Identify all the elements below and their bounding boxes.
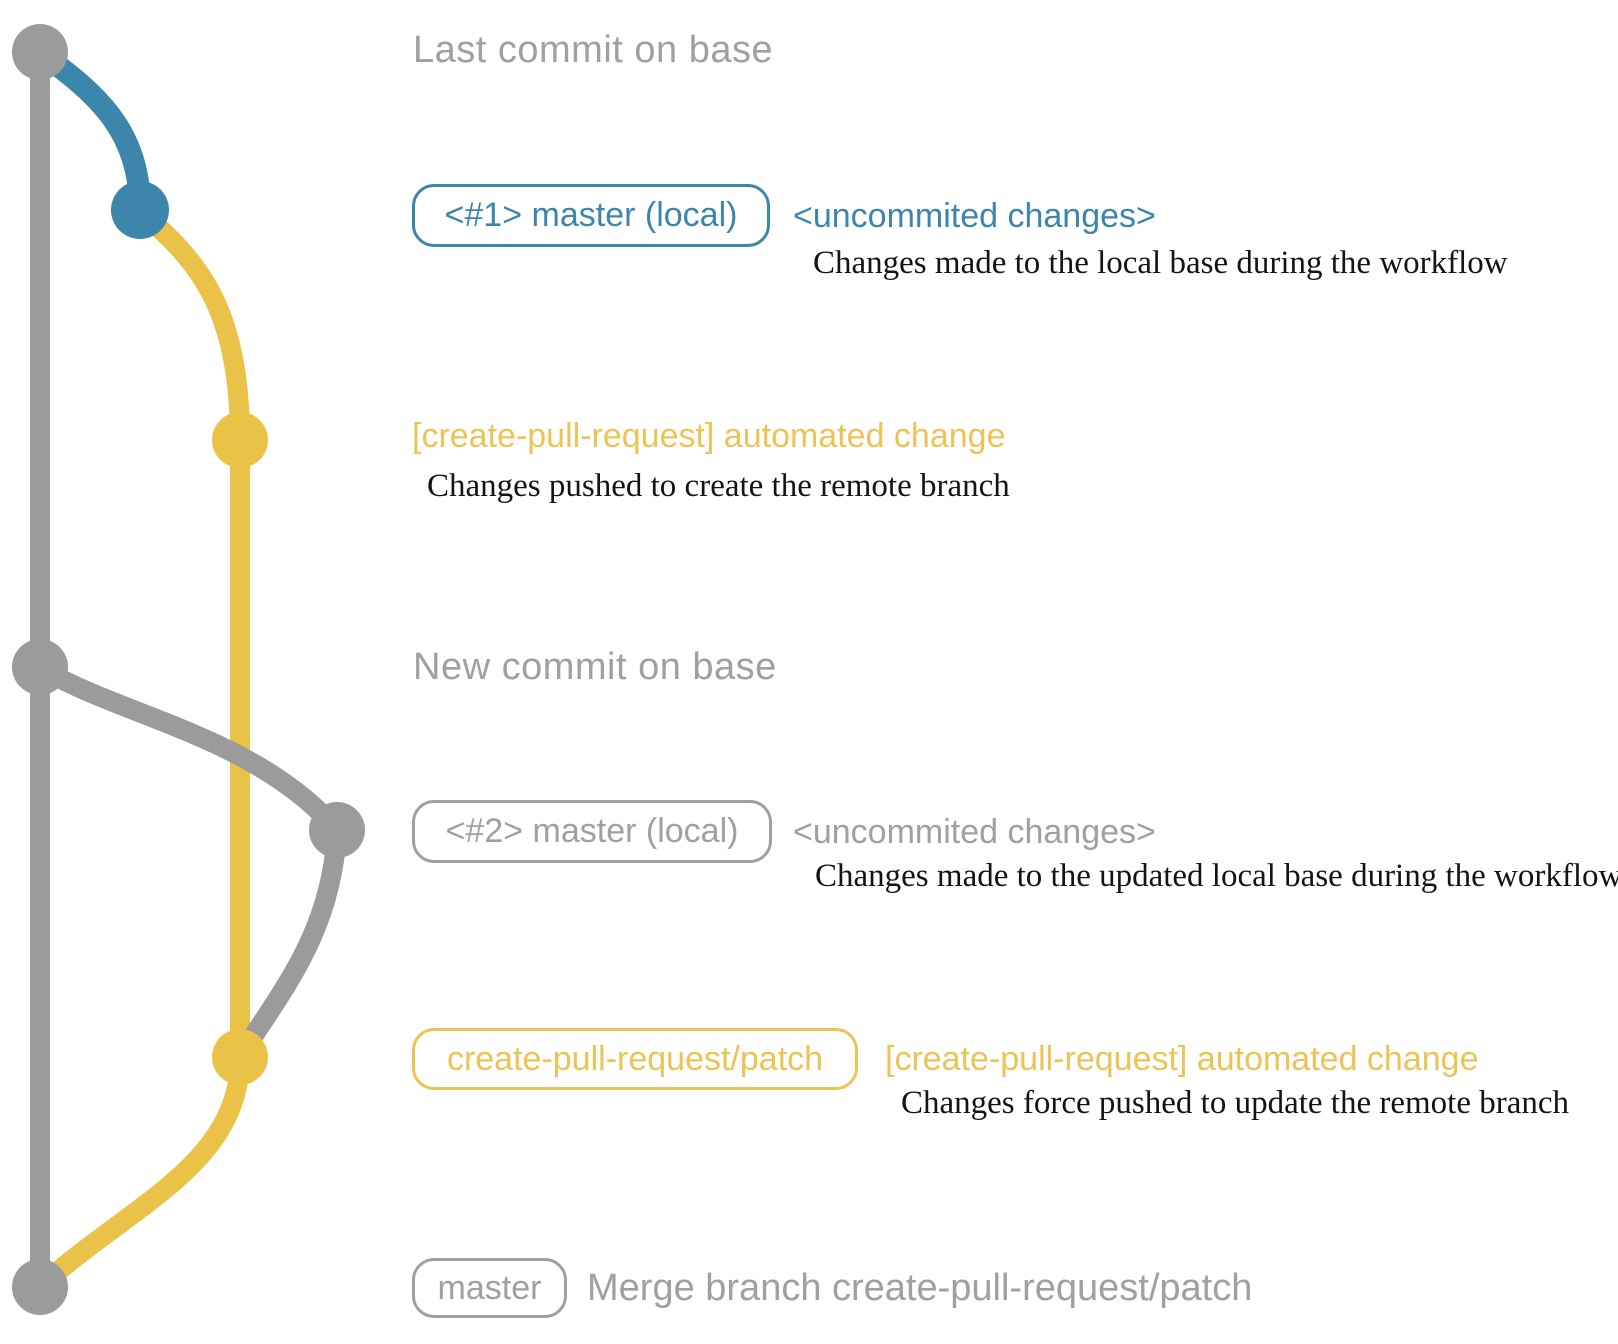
description-local-changes-1: Changes made to the local base during th… (813, 245, 1508, 281)
description-local-changes-2: Changes made to the updated local base d… (815, 858, 1618, 894)
patch-branch-curve-top (130, 200, 250, 450)
commit-node-last-base (12, 24, 68, 80)
branch-badge-master: master (412, 1258, 567, 1318)
row-merge-commit: master Merge branch create-pull-request/… (412, 1258, 1252, 1318)
git-graph (12, 24, 365, 1315)
branch-badge-master-local-1: <#1> master (local) (412, 184, 770, 247)
commit-message-automated-2: [create-pull-request] automated change (885, 1040, 1479, 1078)
branch-badge-master-local-2: <#2> master (local) (412, 800, 772, 863)
commit-message-merge: Merge branch create-pull-request/patch (587, 1267, 1253, 1309)
local-branch-2-curve-top (30, 657, 347, 840)
commit-node-local-1 (111, 181, 169, 239)
heading-last-commit: Last commit on base (413, 29, 774, 71)
description-push-remote: Changes pushed to create the remote bran… (427, 468, 1010, 504)
commit-message-uncommited-2: <uncommited changes> (793, 812, 1156, 851)
commit-node-new-base (12, 639, 68, 695)
patch-branch-merge-curve (30, 1047, 250, 1297)
commit-message-uncommited-1: <uncommited changes> (793, 196, 1156, 235)
row-local-commit-1: <#1> master (local) <uncommited changes> (412, 184, 1156, 247)
branch-badge-patch: create-pull-request/patch (412, 1028, 858, 1090)
commit-node-local-2 (309, 802, 365, 858)
commit-node-merge (12, 1259, 68, 1315)
commit-node-remote-2 (212, 1029, 268, 1085)
commit-node-remote-1 (212, 412, 268, 468)
commit-message-automated-1: [create-pull-request] automated change (412, 417, 1006, 455)
heading-new-commit: New commit on base (413, 646, 777, 688)
description-force-push: Changes force pushed to update the remot… (901, 1085, 1570, 1121)
local-branch-2-curve-bottom (230, 820, 347, 1067)
row-remote-commit-2: create-pull-request/patch [create-pull-r… (412, 1028, 1478, 1090)
row-local-commit-2: <#2> master (local) <uncommited changes> (412, 800, 1156, 863)
